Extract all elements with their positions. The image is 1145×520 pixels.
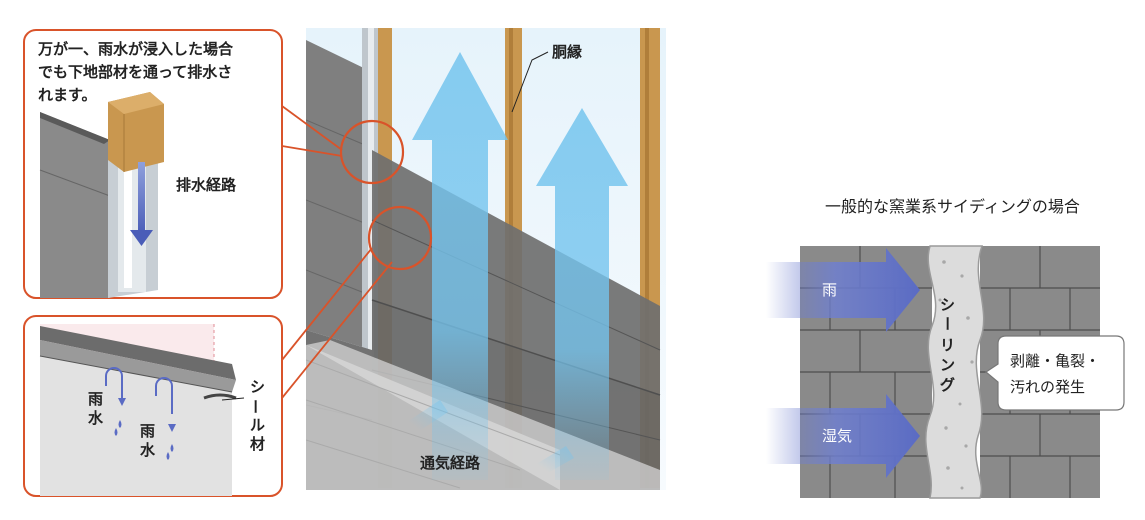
sealing-label-1: シ	[940, 296, 955, 314]
callout-text-line-2: でも下地部材を通って排水さ	[38, 63, 232, 81]
rain-label-2-a: 雨	[140, 422, 155, 440]
callout-connector-top	[281, 105, 343, 151]
humidity-arrow-label: 湿気	[822, 427, 852, 445]
sealing-label-5: グ	[940, 376, 955, 394]
zoom-circle-bottom	[367, 205, 433, 271]
rain-label-1-a: 雨	[88, 390, 103, 408]
rain-arrow	[766, 248, 920, 332]
airflow-label: 通気経路	[420, 454, 481, 472]
callout-drain: 万が一、雨水が浸入した場合 でも下地部材を通って排水さ れます。 排水経路	[23, 29, 283, 299]
airflow-entry-arrow-2	[510, 446, 574, 490]
water-drop	[118, 420, 122, 428]
sealing-label-4: ン	[940, 356, 955, 374]
issue-box	[984, 335, 1125, 411]
siding-comparison-panel: 一般的な窯業系サイディングの場合	[766, 197, 1125, 499]
callout-text-line-1: 万が一、雨水が浸入した場合	[37, 40, 234, 58]
drain-arrow-head	[130, 230, 153, 246]
seal-label-1: シ	[250, 378, 265, 396]
rain-arrow-label: 雨	[822, 281, 837, 299]
zoom-circle-top	[339, 119, 405, 185]
furring-leader	[511, 51, 549, 113]
drain-arrow-shaft	[138, 162, 145, 234]
rain-label-1-b: 水	[88, 409, 104, 427]
seal-label-3: ル	[250, 416, 265, 434]
drain-label: 排水経路	[176, 176, 237, 194]
sealing-label-3: リ	[940, 336, 955, 354]
callout-text-line-3: れます。	[38, 86, 97, 104]
sealing-column	[925, 245, 985, 499]
comparison-title: 一般的な窯業系サイディングの場合	[825, 197, 1080, 216]
wall-section-illustration	[306, 28, 666, 490]
rain-path-1	[105, 367, 123, 398]
furring-label: 胴縁	[552, 43, 582, 61]
sealing-label-2: ー	[938, 316, 956, 331]
seal-label-4: 材	[250, 435, 265, 453]
rain-path-2	[155, 377, 173, 414]
issue-text-line-2: 汚れの発生	[1010, 378, 1085, 396]
airflow-arrow-1	[412, 52, 508, 480]
humidity-arrow	[766, 394, 920, 478]
airflow-arrow-2	[536, 108, 628, 480]
airflow-entry-arrow-1	[380, 400, 448, 452]
rain-label-2-b: 水	[140, 441, 156, 459]
callout-connector-bottom	[281, 247, 373, 361]
callout-seal: 雨 水 雨 水 シ ー ル 材	[23, 315, 283, 497]
seal-leader	[221, 397, 245, 401]
issue-text-line-1: 剥離・亀裂・	[1010, 352, 1100, 370]
seal-label-2: ー	[246, 399, 264, 414]
